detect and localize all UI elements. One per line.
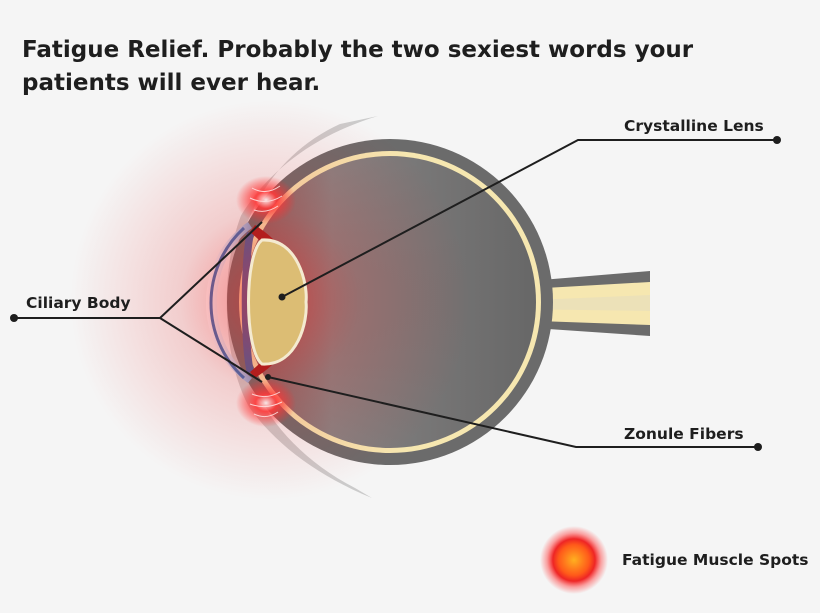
label-zonule-fibers: Zonule Fibers bbox=[624, 425, 744, 443]
leader-dot-ciliary bbox=[10, 314, 18, 322]
legend-fatigue-spots-label: Fatigue Muscle Spots bbox=[622, 551, 809, 569]
lens bbox=[247, 238, 308, 366]
label-crystalline-lens: Crystalline Lens bbox=[624, 117, 764, 135]
fatigue-legend-swatch bbox=[540, 526, 608, 594]
leader-ciliary-upper bbox=[159, 221, 263, 319]
leader-ciliary-lower bbox=[159, 317, 263, 383]
leader-zonule bbox=[267, 376, 758, 448]
leader-lens bbox=[281, 139, 777, 298]
fatigue-spot-upper bbox=[236, 176, 296, 224]
leader-dot-zonule-end bbox=[754, 443, 762, 451]
fatigue-spot-lower bbox=[236, 379, 296, 427]
label-ciliary-body: Ciliary Body bbox=[26, 294, 131, 312]
leader-dot-zonule bbox=[265, 374, 271, 380]
leader-dot-lens-end bbox=[773, 136, 781, 144]
headline: Fatigue Relief. Probably the two sexiest… bbox=[22, 37, 694, 96]
leader-dot-lens bbox=[278, 293, 286, 301]
